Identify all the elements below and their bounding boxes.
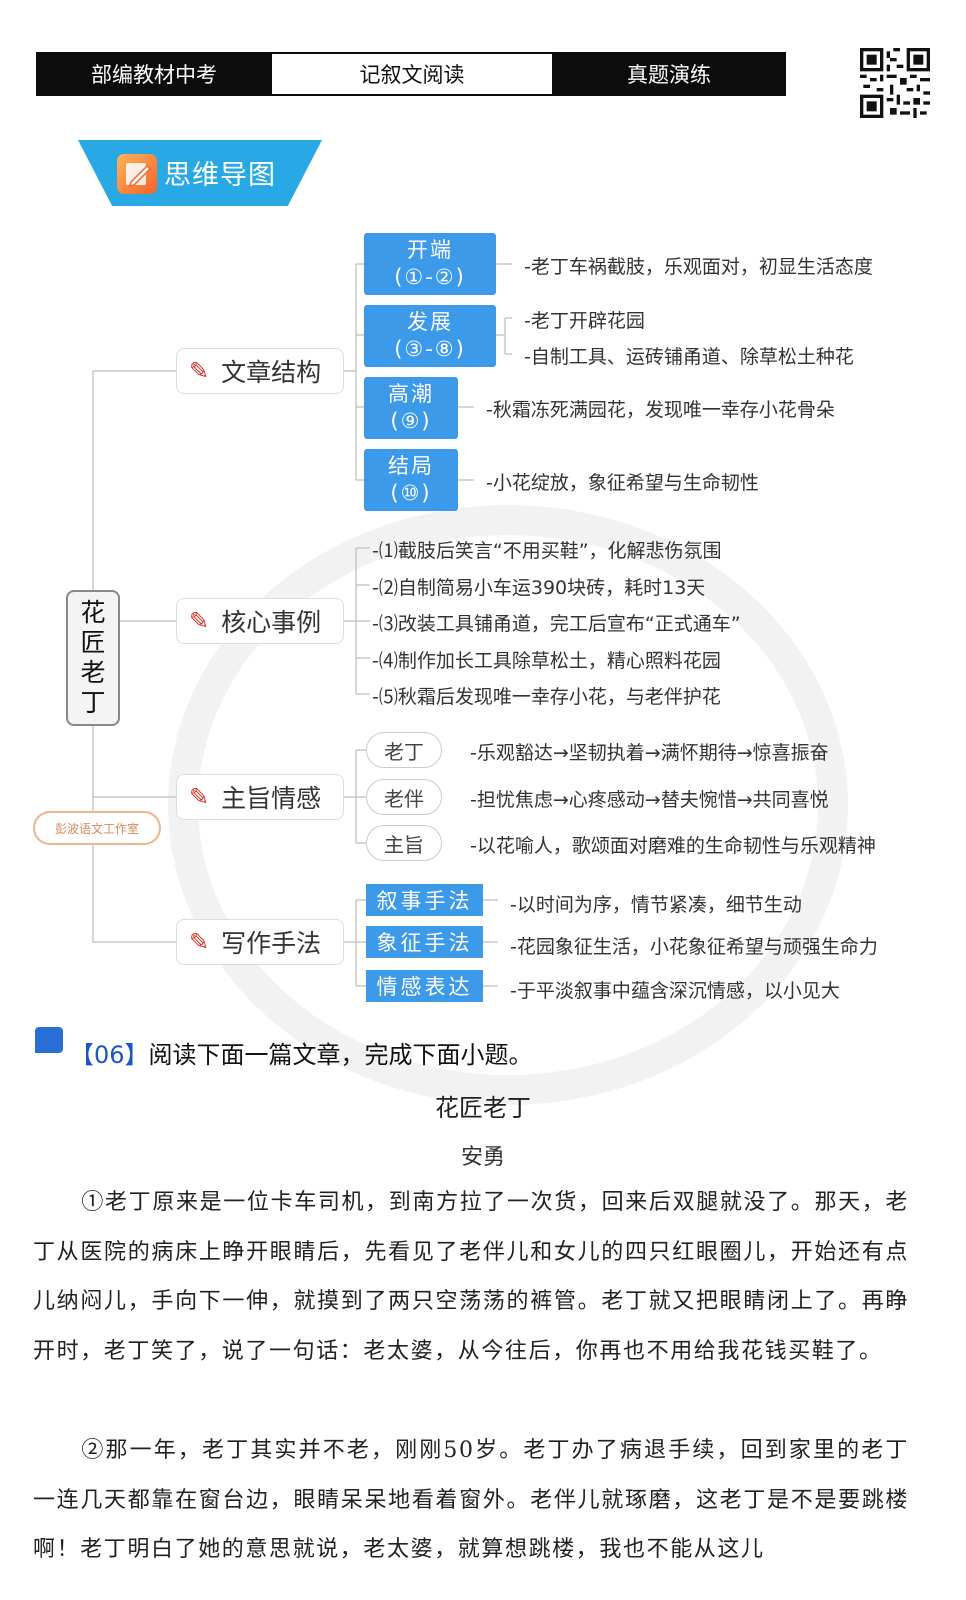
studio-stamp: 彭波语文工作室	[33, 811, 161, 845]
header-topic-label: 记叙文阅读	[272, 52, 552, 96]
qr-code-icon	[860, 48, 930, 118]
article-paragraph: ①老丁原来是一位卡车司机，到南方拉了一次货，回来后双腿就没了。那天，老丁从医院的…	[33, 1190, 909, 1364]
stage-name: 发展	[407, 310, 453, 334]
technique-text: -以时间为序，情节紧凑，细节生动	[510, 894, 802, 916]
stage-name: 高潮	[388, 382, 434, 406]
branch-structure-label: 文章结构	[221, 358, 322, 387]
stage-name: 开端	[407, 238, 453, 262]
emotion-text: -乐观豁达→坚韧执着→满怀期待→惊喜振奋	[470, 742, 829, 764]
root-char: 老	[80, 658, 106, 687]
stage-name: 结局	[388, 454, 434, 478]
stage-box: 发展 (③-⑧)	[364, 305, 496, 367]
emotion-tag: 主旨	[366, 825, 442, 861]
branch-cases-label: 核心事例	[221, 608, 322, 637]
root-char: 丁	[80, 688, 106, 717]
question-text: 阅读下面一篇文章，完成下面小题。	[148, 1041, 533, 1069]
stage-note: -老丁车祸截肢，乐观面对，初显生活态度	[524, 256, 873, 278]
branch-technique-label: 写作手法	[221, 929, 322, 958]
case-item: -⑴截肢后笑言“不用买鞋”，化解悲伤氛围	[372, 540, 722, 562]
stage-note: -秋霜冻死满园花，发现唯一幸存小花骨朵	[486, 399, 835, 421]
pencil-icon: ✎	[189, 928, 210, 956]
article-title: 花匠老丁	[435, 1094, 531, 1122]
technique-tag: 象征手法	[366, 926, 483, 958]
case-item: -⑷制作加长工具除草松土，精心照料花园	[372, 650, 721, 672]
branch-structure: ✎ 文章结构	[176, 348, 344, 394]
pencil-icon: ✎	[189, 783, 210, 811]
branch-technique: ✎ 写作手法	[176, 919, 344, 965]
technique-tag: 叙事手法	[366, 884, 483, 916]
stage-note: -老丁开辟花园	[524, 310, 645, 332]
question-number: 【06】	[70, 1041, 149, 1069]
stage-range: (⑩)	[390, 481, 432, 505]
stage-note: -小花绽放，象征希望与生命韧性	[486, 472, 759, 494]
root-char: 匠	[80, 628, 106, 657]
stage-range: (③-⑧)	[394, 337, 466, 361]
header-series-label: 部编教材中考	[36, 52, 272, 96]
stage-box: 开端 (①-②)	[364, 233, 496, 295]
header-series-text: 部编教材中考	[91, 63, 217, 87]
emotion-tag: 老伴	[366, 779, 442, 815]
stage-box: 结局 (⑩)	[364, 449, 458, 511]
case-item: -⑶改装工具铺甬道，完工后宣布“正式通车”	[372, 613, 741, 635]
technique-text: -于平淡叙事中蕴含深沉情感，以小见大	[510, 980, 840, 1002]
emotion-text: -以花喻人，歌颂面对磨难的生命韧性与乐观精神	[470, 835, 876, 857]
header-topic-text: 记叙文阅读	[359, 63, 465, 87]
pencil-icon: ✎	[189, 607, 210, 635]
stage-range: (①-②)	[394, 265, 466, 289]
header-practice-label: 真题演练	[552, 52, 786, 96]
technique-text: -花园象征生活，小花象征希望与顽强生命力	[510, 936, 878, 958]
emotion-tag: 老丁	[366, 732, 442, 768]
banner-title: 思维导图	[164, 160, 276, 191]
case-item: -⑵自制简易小车运390块砖，耗时13天	[372, 577, 706, 599]
mindmap-connectors	[92, 263, 512, 987]
pencil-icon: ✎	[189, 357, 210, 385]
mindmap-root: 花 匠 老 丁	[66, 590, 120, 726]
branch-emotion-label: 主旨情感	[221, 784, 322, 813]
branch-emotion: ✎ 主旨情感	[176, 774, 344, 820]
stage-box: 高潮 (⑨)	[364, 377, 458, 439]
stage-note: -自制工具、运砖铺甬道、除草松土种花	[524, 346, 854, 368]
pencil-note-icon	[117, 154, 157, 194]
stage-range: (⑨)	[390, 409, 432, 433]
article-author: 安勇	[460, 1145, 505, 1170]
question-prompt: 【06】阅读下面一篇文章，完成下面小题。	[70, 1035, 533, 1070]
technique-tag: 情感表达	[366, 970, 483, 1002]
case-item: -⑸秋霜后发现唯一幸存小花，与老伴护花	[372, 686, 721, 708]
header-practice-text: 真题演练	[627, 63, 711, 87]
speech-bubble-icon	[35, 1027, 63, 1053]
emotion-text: -担忧焦虑→心疼感动→替夫惋惜→共同喜悦	[470, 789, 829, 811]
root-char: 花	[80, 598, 106, 627]
article-paragraph: ②那一年，老丁其实并不老，刚刚50岁。老丁办了病退手续，回到家里的老丁一连几天都…	[33, 1438, 909, 1563]
branch-cases: ✎ 核心事例	[176, 598, 344, 644]
